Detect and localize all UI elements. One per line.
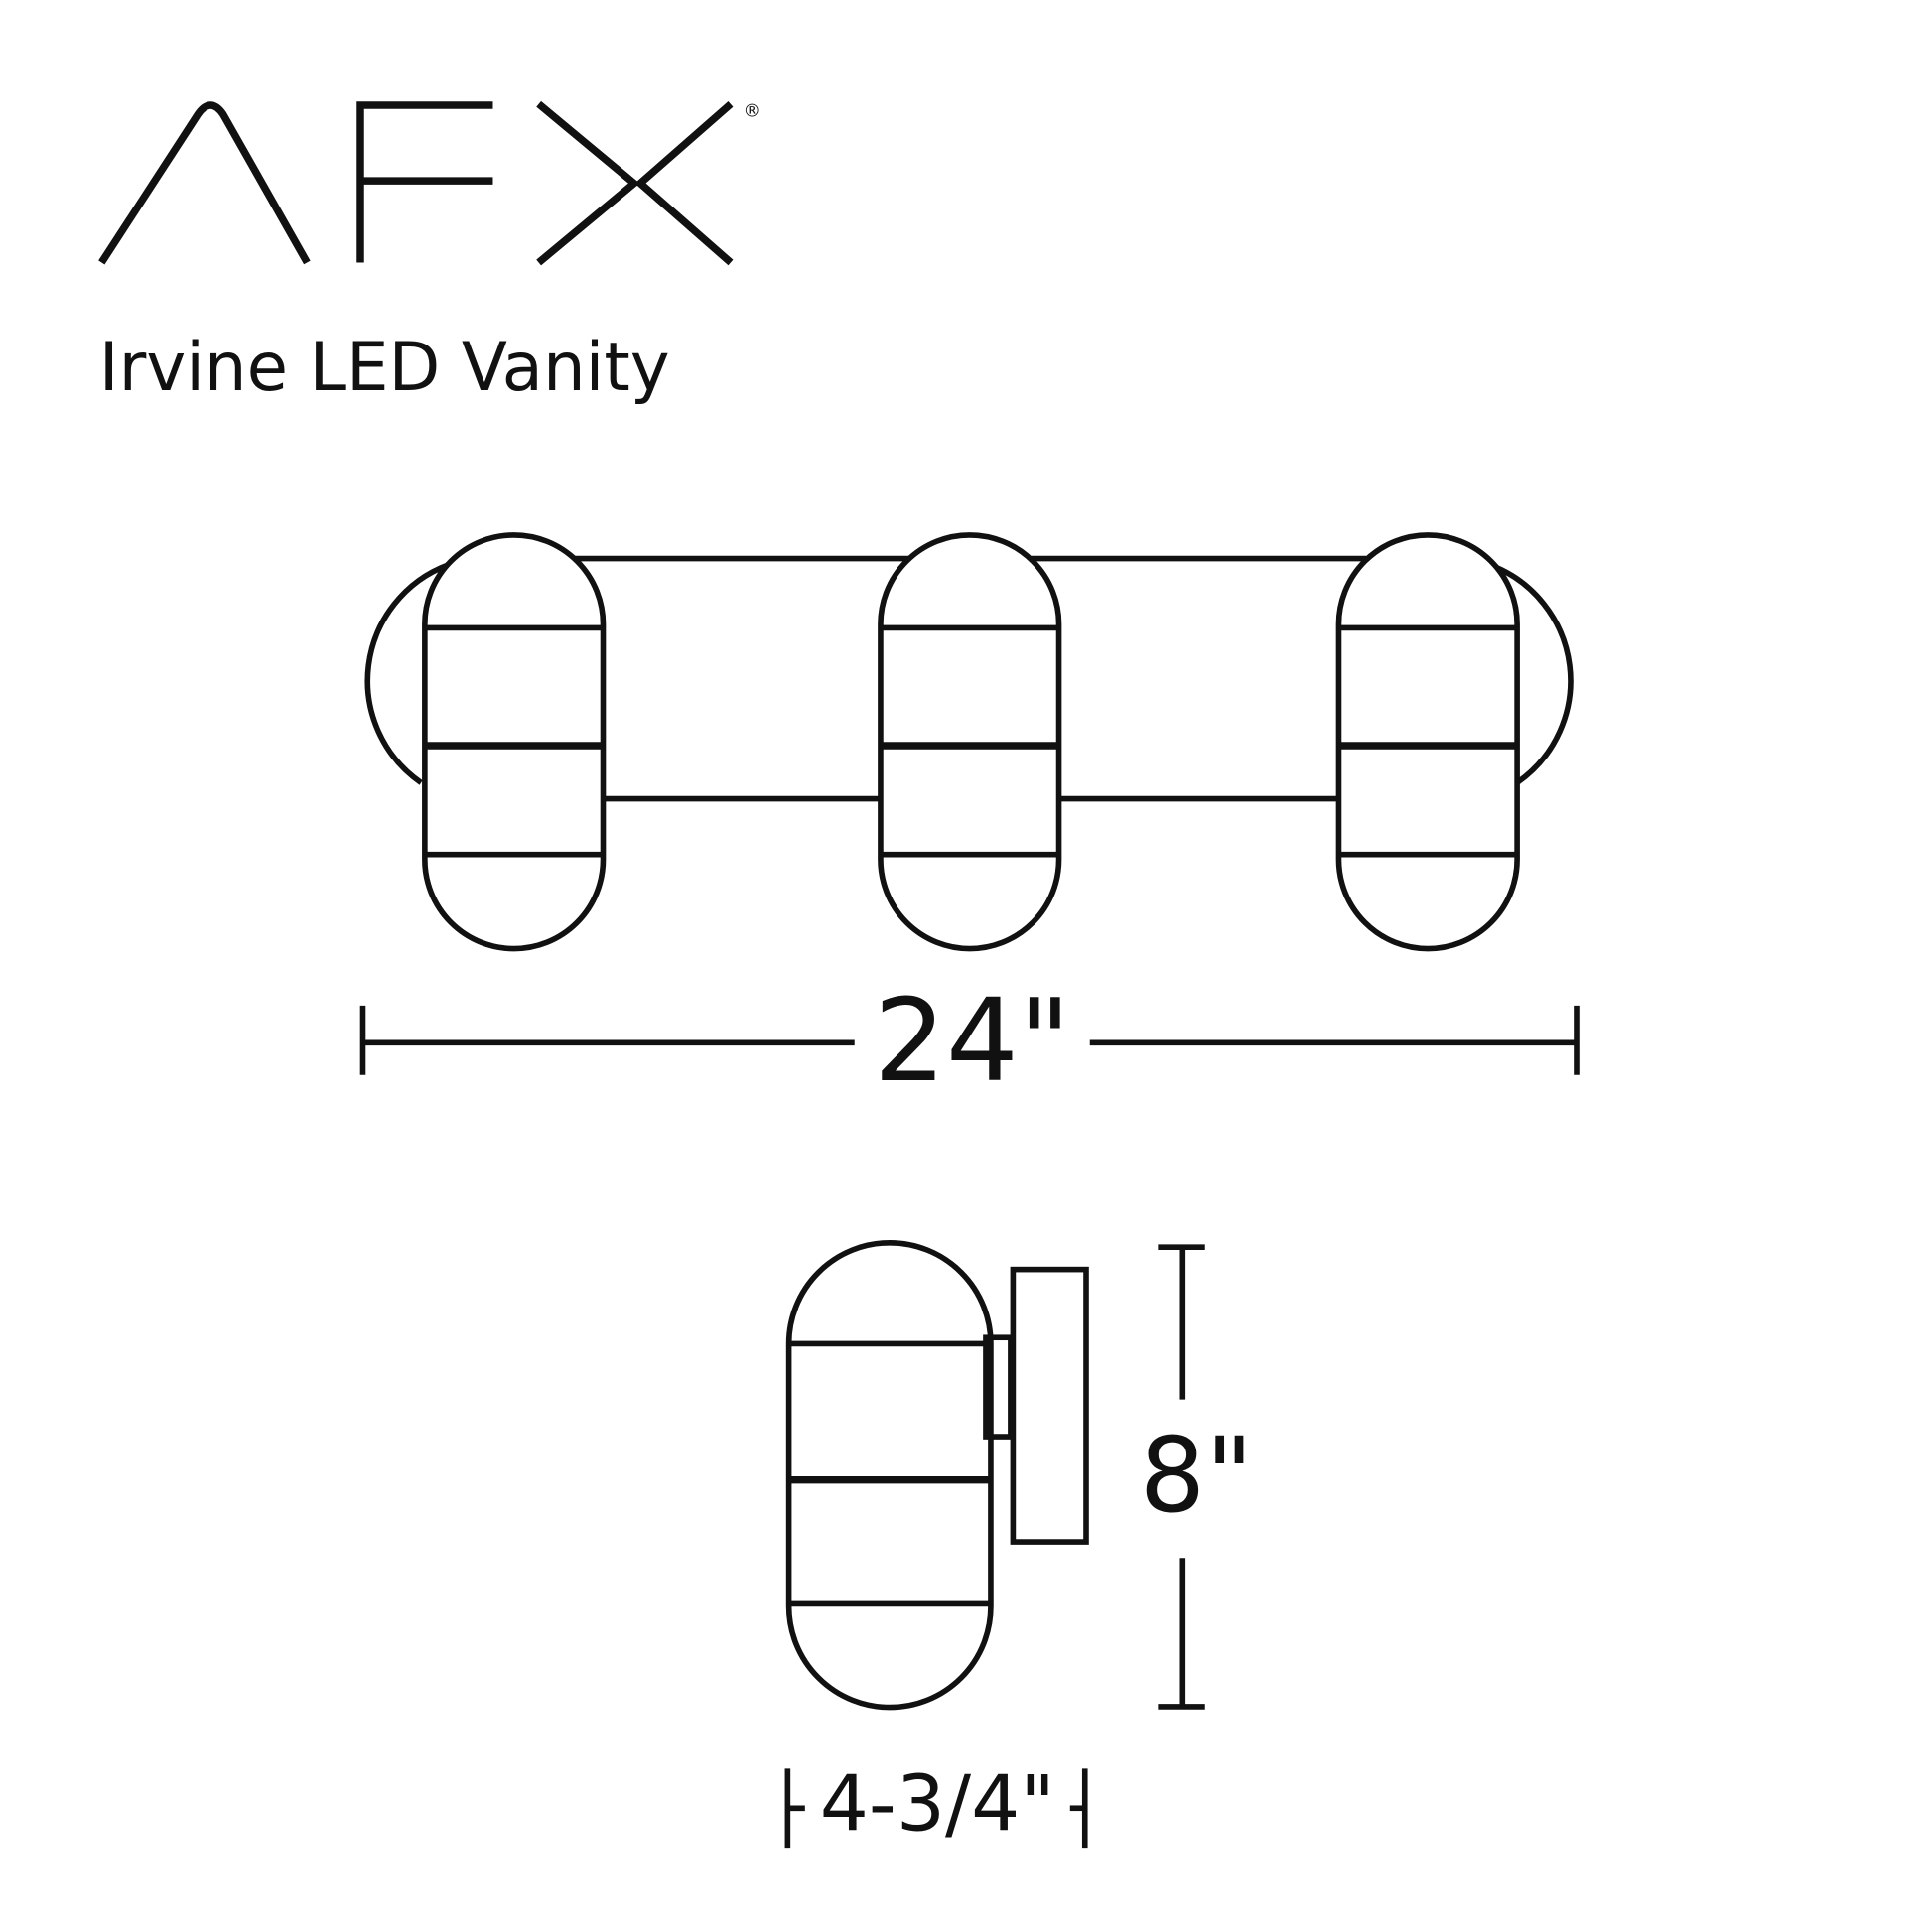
shade-1: [422, 532, 607, 952]
height-label: 8": [1140, 1415, 1254, 1536]
shade-3: [1335, 532, 1520, 952]
wall-plate: [1010, 1266, 1089, 1545]
shade-2: [878, 532, 1062, 952]
front-view: [364, 532, 1574, 952]
right-end-cap: [1488, 562, 1574, 785]
side-shade: [785, 1240, 994, 1711]
width-dimension: 24": [359, 975, 1580, 1108]
depth-label: 4-3/4": [820, 1760, 1055, 1850]
side-view: [785, 1240, 1089, 1711]
afx-logo: ®: [98, 100, 760, 266]
height-dimension: 8": [1140, 1244, 1254, 1710]
left-end-cap: [364, 562, 450, 785]
depth-dimension: 4-3/4": [784, 1760, 1088, 1850]
width-label: 24": [874, 975, 1071, 1108]
product-title: Irvine LED Vanity: [99, 328, 670, 406]
registered-mark: ®: [743, 101, 759, 121]
